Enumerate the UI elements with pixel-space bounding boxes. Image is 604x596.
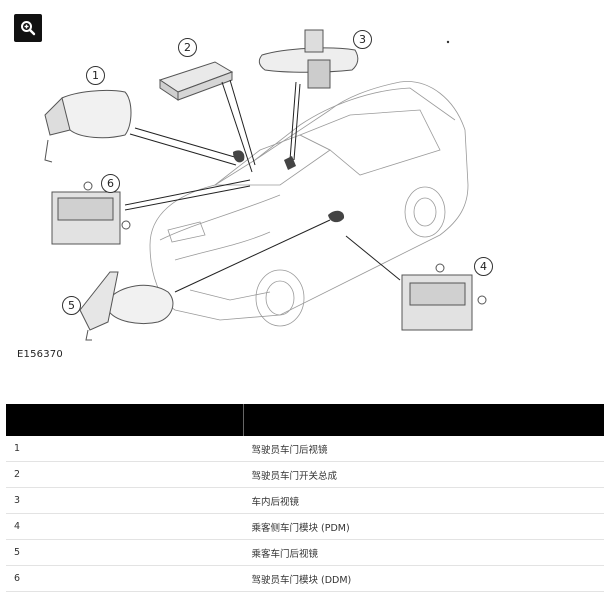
table-cell-item: 4 — [6, 513, 244, 540]
table-cell-description: 乘客侧车门模块 (PDM) — [243, 513, 604, 540]
front-wheel — [255, 269, 305, 327]
interior-rear-view-mirror — [258, 29, 359, 89]
table-header-description — [243, 404, 604, 436]
figure-id-label: E156370 — [17, 349, 63, 360]
table-cell-item: 5 — [6, 539, 244, 566]
vehicle-hood — [159, 194, 281, 241]
table-cell-description: 驾驶员车门后视镜 — [243, 436, 604, 462]
table-row: 2 驾驶员车门开关总成 — [6, 461, 604, 488]
table-row: 4 乘客侧车门模块 (PDM) — [6, 513, 604, 540]
vehicle-side-windows — [299, 109, 441, 176]
table-row: 3 车内后视镜 — [6, 487, 604, 514]
leader-lines — [124, 79, 401, 293]
callout-4: 4 — [474, 257, 493, 276]
zoom-button[interactable] — [14, 14, 42, 42]
driver-door-switch-pack — [158, 61, 234, 101]
table-cell-description: 乘客车门后视镜 — [243, 539, 604, 566]
table-cell-description: 驾驶员车门开关总成 — [243, 461, 604, 488]
callout-5: 5 — [62, 296, 81, 315]
vehicle-illustration — [44, 29, 487, 341]
callout-6: 6 — [101, 174, 120, 193]
vehicle-roof-line — [254, 87, 456, 161]
component-location-diagram: 1 2 3 4 5 6 E156370 — [14, 14, 493, 360]
callout-2: 2 — [178, 38, 197, 57]
table-header-item — [6, 404, 244, 436]
table-header-row — [6, 404, 604, 436]
table-row: 6 驾驶员车门模块 (DDM) — [6, 565, 604, 592]
component-table: 1 驾驶员车门后视镜 2 驾驶员车门开关总成 3 车内后视镜 4 乘客侧车门模块… — [6, 404, 604, 592]
vehicle-body — [149, 81, 469, 321]
table-cell-item: 6 — [6, 565, 244, 592]
zoom-in-icon — [21, 21, 36, 36]
driver-door-mirror — [44, 89, 132, 163]
table-row: 1 驾驶员车门后视镜 — [6, 436, 604, 462]
table-cell-item: 1 — [6, 436, 244, 462]
vehicle-windshield — [213, 134, 331, 186]
passenger-door-module — [401, 263, 487, 331]
driver-door-module — [51, 181, 131, 245]
table-cell-description: 驾驶员车门模块 (DDM) — [243, 565, 604, 592]
callout-1: 1 — [86, 66, 105, 85]
table-cell-item: 2 — [6, 461, 244, 488]
table-cell-description: 车内后视镜 — [243, 487, 604, 514]
callout-3: 3 — [353, 30, 372, 49]
rear-wheel — [404, 186, 446, 238]
table-cell-item: 3 — [6, 487, 244, 514]
table-row: 5 乘客车门后视镜 — [6, 539, 604, 566]
passenger-door-mirror — [79, 271, 174, 341]
